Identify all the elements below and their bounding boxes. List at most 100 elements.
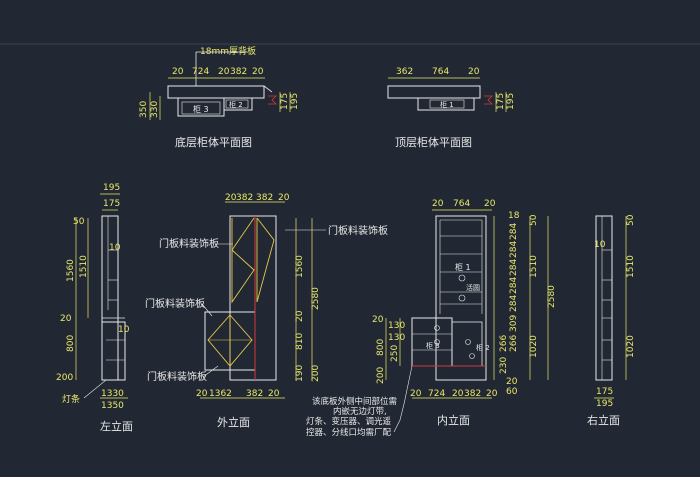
dim-bp-1: 20	[172, 67, 184, 77]
le-inner-1: 10	[109, 243, 121, 253]
dim-tp-r2: 195	[506, 93, 516, 110]
dim-bp-3: 20	[218, 67, 230, 77]
dim-ie-l4: 250	[390, 345, 400, 362]
inner-cab1-label: 柜 1	[455, 262, 471, 272]
dim-le-t2: 175	[103, 199, 120, 209]
dim-le-b1: 1330	[101, 389, 124, 399]
dim-ie-f1: 50	[529, 214, 539, 226]
dim-ie-r0: 18	[508, 211, 520, 221]
dim-ie-b5: 20	[486, 389, 498, 399]
dim-bp-4: 382	[230, 67, 247, 77]
dim-oe-t3: 382	[256, 193, 273, 203]
dim-le-l3: 1510	[79, 255, 89, 278]
dim-oe-r6: 200	[311, 365, 321, 382]
dim-ie-t2: 764	[453, 199, 470, 209]
dim-oe-r4: 190	[295, 365, 305, 382]
dim-ie-l5: 800	[376, 339, 386, 356]
dim-oe-b4: 20	[268, 389, 280, 399]
dim-re-b1: 175	[596, 387, 613, 397]
cab3-label: 柜 3	[193, 104, 209, 114]
right-elevation-title: 右立面	[587, 413, 620, 427]
dim-ie-r9: 230	[499, 357, 509, 374]
dim-le-l1: 50	[73, 217, 85, 227]
dim-ie-t1: 20	[432, 199, 444, 209]
dim-ie-t3: 20	[484, 199, 496, 209]
dim-tp-r1: 175	[496, 93, 506, 110]
inner-cab2-label: 柜 2	[476, 343, 490, 352]
dim-bp-l1: 350	[139, 101, 149, 118]
cab2-label: 柜 2	[229, 100, 243, 109]
dim-bp-5: 20	[252, 67, 264, 77]
dim-ie-total: 2580	[547, 285, 557, 308]
re-inner: 10	[594, 240, 606, 250]
dim-tp-3: 20	[468, 67, 480, 77]
inner-cab3-label: 柜 3	[426, 341, 440, 350]
door-label-1: 门板料装饰板	[159, 237, 219, 250]
dim-ie-r2: 284	[509, 241, 519, 258]
left-elevation: 195 175 10 10 50 1560 1510 20 800 200 13…	[56, 183, 133, 433]
dim-oe-r1: 1560	[295, 255, 305, 278]
back-panel-label: 18mm厚背板	[200, 45, 256, 57]
dim-ie-l1: 20	[372, 315, 384, 325]
outer-elevation-title: 外立面	[217, 415, 250, 429]
note-line-3: 灯条、变压器、调光遥	[306, 416, 392, 427]
note-line-4: 控器、分线口均需厂配	[306, 427, 392, 438]
dim-tp-2: 764	[432, 67, 449, 77]
outer-elevation: 20 382 382 20 门板料装饰板 门板料装饰板 门板料装饰板 门板料装饰…	[145, 193, 388, 429]
dim-ie-l2: 130	[388, 321, 405, 331]
note-line-2: 内嵌无边灯带,	[333, 406, 387, 417]
dim-re-b2: 195	[596, 399, 613, 409]
dim-ie-r4: 284	[509, 277, 519, 294]
dim-oe-b3: 382	[246, 389, 263, 399]
dim-ie-l6: 200	[376, 367, 386, 384]
dim-bp-2: 724	[192, 67, 209, 77]
dim-ie-r1: 284	[509, 223, 519, 240]
dim-ie-l3: 130	[388, 333, 405, 343]
dim-le-l2: 1560	[66, 259, 76, 282]
rod-label: 活圆	[466, 283, 480, 292]
dim-le-l4: 20	[60, 314, 72, 324]
light-note: 该底板外侧中间部位需 内嵌无边灯带, 灯条、变压器、调光遥 控器、分线口均需厂配	[306, 396, 397, 438]
door-label-2: 门板料装饰板	[145, 297, 205, 310]
dim-le-l6: 200	[56, 373, 73, 383]
dim-ie-r8: 266	[509, 335, 519, 352]
bottom-plan-title: 底层柜体平面图	[175, 135, 252, 149]
dim-oe-b2: 1362	[209, 389, 232, 399]
door-label-3: 门板料装饰板	[147, 370, 207, 383]
dim-ie-f3: 1020	[529, 335, 539, 358]
inner-elevation: 20 764 20 柜 1 活圆 柜 3 柜 2 20 130 130 250	[306, 199, 557, 438]
light-strip-label: 灯条	[62, 393, 80, 405]
dim-oe-t2: 382	[236, 193, 253, 203]
dim-bp-r2: 195	[290, 93, 300, 110]
left-elevation-title: 左立面	[100, 419, 133, 433]
dim-ie-r6: 309	[509, 315, 519, 332]
dim-ie-b3: 20	[452, 389, 464, 399]
dim-re-2: 1510	[626, 255, 636, 278]
dim-ie-r10: 20	[506, 377, 518, 387]
dim-le-t1: 195	[103, 183, 120, 193]
dim-ie-r7: 266	[499, 335, 509, 352]
dim-bp-r1: 175	[280, 93, 290, 110]
dim-ie-b1: 20	[410, 389, 422, 399]
dim-le-b2: 1350	[101, 401, 124, 411]
dim-bp-l2: 330	[150, 101, 160, 118]
dim-ie-r5: 284	[509, 295, 519, 312]
dim-ie-r11: 60	[506, 387, 518, 397]
dim-oe-r2: 20	[295, 310, 305, 322]
top-cab1-label: 柜 1	[440, 100, 454, 109]
dim-re-3: 1020	[626, 335, 636, 358]
inner-elevation-title: 内立面	[437, 413, 470, 427]
dim-ie-b2: 724	[428, 389, 445, 399]
dim-re-1: 50	[626, 214, 636, 226]
le-inner-2: 10	[118, 325, 130, 335]
note-line-1: 该底板外侧中间部位需	[312, 396, 397, 407]
dim-oe-r3: 810	[295, 333, 305, 350]
dim-oe-r5: 2580	[311, 287, 321, 310]
door-label-4: 门板料装饰板	[328, 224, 388, 237]
dim-ie-b4: 382	[464, 389, 481, 399]
top-plan-title: 顶层柜体平面图	[395, 135, 472, 149]
dim-tp-1: 362	[396, 67, 413, 77]
dim-le-l5: 800	[66, 335, 76, 352]
dim-ie-f2: 1510	[529, 255, 539, 278]
top-plan: 362 764 20 柜 1 175 195 顶层柜体平面图	[387, 67, 516, 149]
